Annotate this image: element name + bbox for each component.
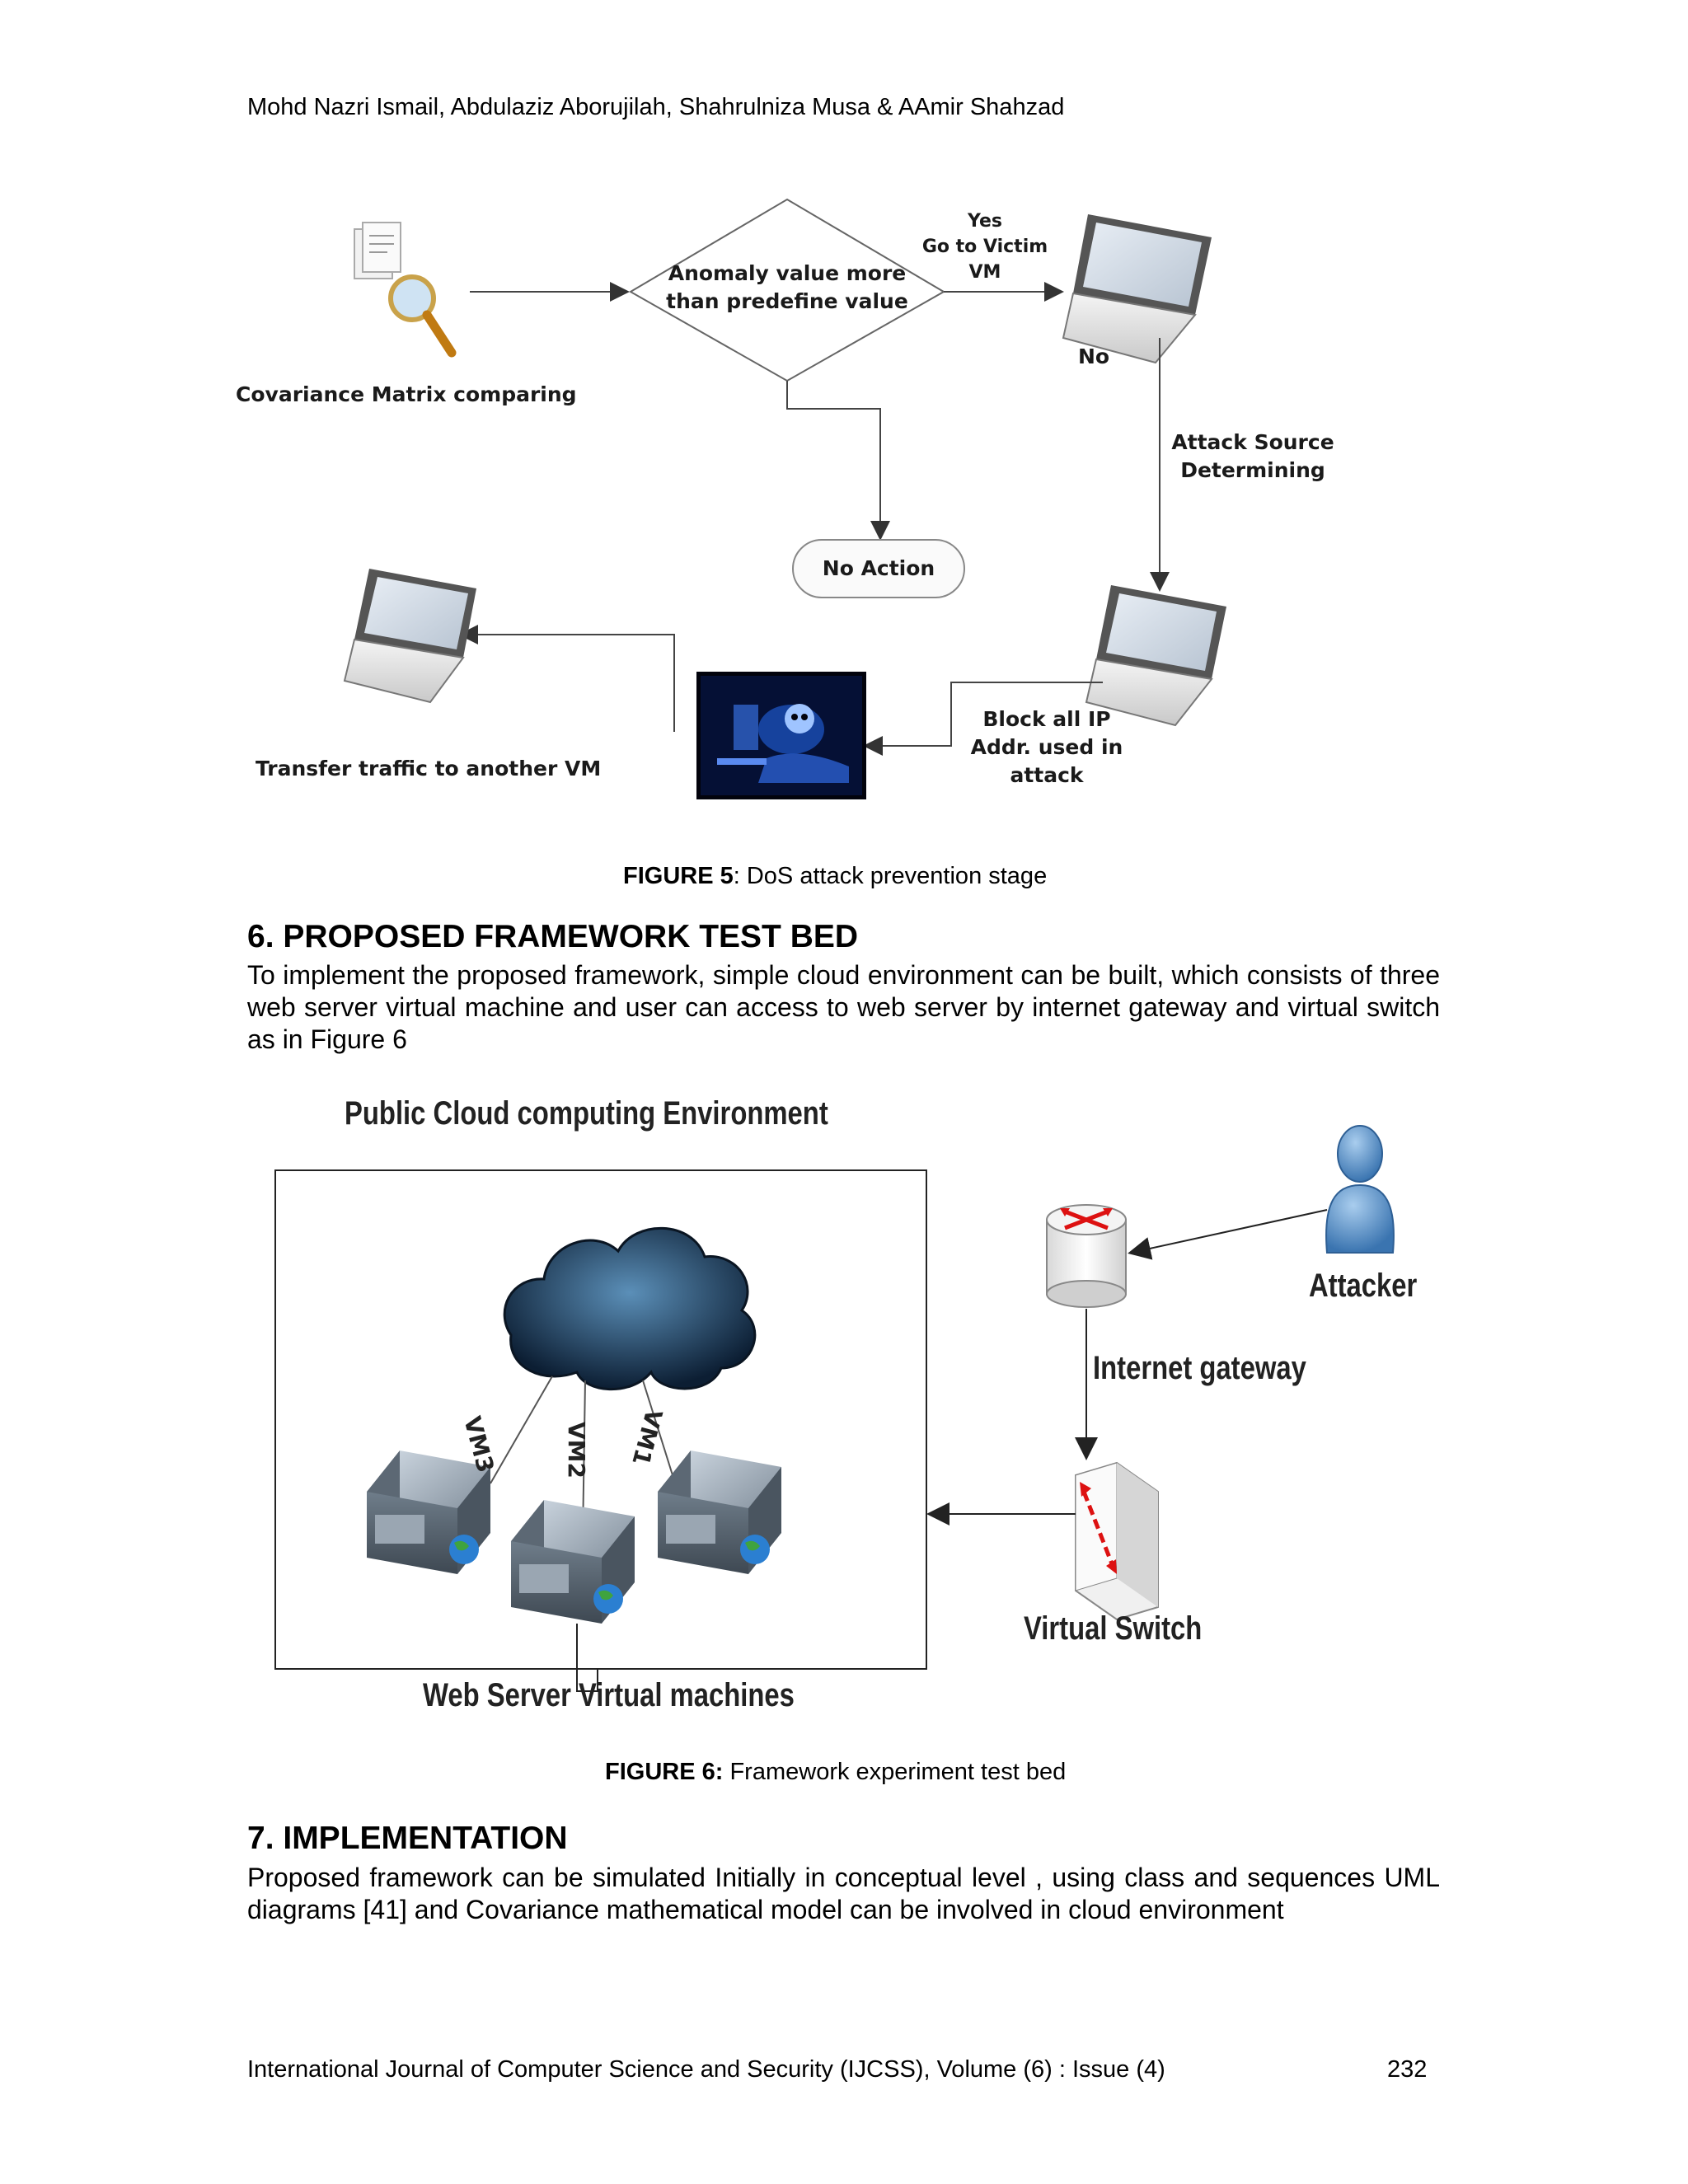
no-action-label: No Action (822, 556, 935, 580)
figure-6-caption: FIGURE 6: Framework experiment test bed (605, 1759, 1066, 1786)
attack-source-text-2: Determining (1180, 458, 1325, 482)
figure-5-caption-label: FIGURE 5 (623, 863, 734, 889)
transfer-laptop-icon (343, 569, 476, 704)
victim-laptop-icon (1062, 214, 1212, 364)
environment-title: Public Cloud computing Environment (345, 1095, 828, 1132)
figure-5: Covariance Matrix comparing Anomaly valu… (236, 190, 1368, 816)
figure-6-diagram (274, 1125, 1395, 1692)
virtual-switch-icon (1075, 1461, 1159, 1621)
vm-text: VM (968, 262, 1001, 283)
covariance-label: Covariance Matrix comparing (236, 382, 577, 406)
figure-5-diagram (343, 198, 1226, 799)
source-laptop-icon (1085, 585, 1226, 727)
hacker-image (696, 672, 866, 799)
environment-box (274, 1169, 927, 1670)
no-label: No (1078, 344, 1110, 368)
block-text-1: Block all IP (982, 707, 1111, 731)
server-vm1-icon (658, 1451, 781, 1574)
vm2-label: VM2 (563, 1422, 590, 1479)
page-number: 232 (1387, 2056, 1428, 2083)
transfer-label: Transfer traffic to another VM (256, 757, 602, 780)
section-7-title: 7. IMPLEMENTATION (247, 1821, 568, 1856)
footer-journal: International Journal of Computer Scienc… (247, 2056, 1165, 2083)
no-action-box (792, 539, 965, 598)
figure-6-caption-label: FIGURE 6: (605, 1759, 724, 1785)
web-server-label: Web Server Virtual machines (423, 1677, 795, 1713)
block-ip-label: Block all IP Addr. used in attack (956, 705, 1137, 790)
figure-6: VM3 VM2 VM1 Public Cloud computing Envir… (264, 1088, 1434, 1731)
attack-source-label: Attack Source Determining (1154, 429, 1352, 485)
cloud-icon (503, 1226, 757, 1391)
figure-6-caption-text: Framework experiment test bed (723, 1759, 1067, 1785)
internet-gateway-label: Internet gateway (1093, 1350, 1306, 1386)
virtual-switch-label: Virtual Switch (1024, 1610, 1203, 1647)
yes-label: Yes Go to Victim VM (919, 209, 1051, 285)
server-vm2-icon (511, 1500, 635, 1624)
server-vm3-icon (367, 1451, 490, 1574)
document-search-icon (354, 222, 457, 358)
decision-text-2: than predefine value (666, 289, 908, 313)
router-icon (1046, 1204, 1127, 1308)
go-to-victim-text: Go to Victim (921, 237, 1048, 257)
section-6-body: To implement the proposed framework, sim… (247, 960, 1440, 1054)
figure-5-caption-text: : DoS attack prevention stage (733, 863, 1048, 889)
attacker-person-icon (1325, 1125, 1395, 1254)
running-header: Mohd Nazri Ismail, Abdulaziz Aborujilah,… (247, 94, 1065, 120)
block-text-3: attack (1010, 763, 1084, 787)
attacker-label: Attacker (1309, 1268, 1418, 1304)
block-text-2: Addr. used in (970, 735, 1123, 759)
attack-source-text-1: Attack Source (1171, 430, 1334, 454)
yes-text: Yes (968, 211, 1002, 232)
figure-5-caption: FIGURE 5: DoS attack prevention stage (623, 863, 1047, 890)
decision-text-1: Anomaly value more (668, 261, 907, 285)
section-7-body: Proposed framework can be simulated Init… (247, 1863, 1440, 1924)
section-6-title: 6. PROPOSED FRAMEWORK TEST BED (247, 919, 859, 954)
